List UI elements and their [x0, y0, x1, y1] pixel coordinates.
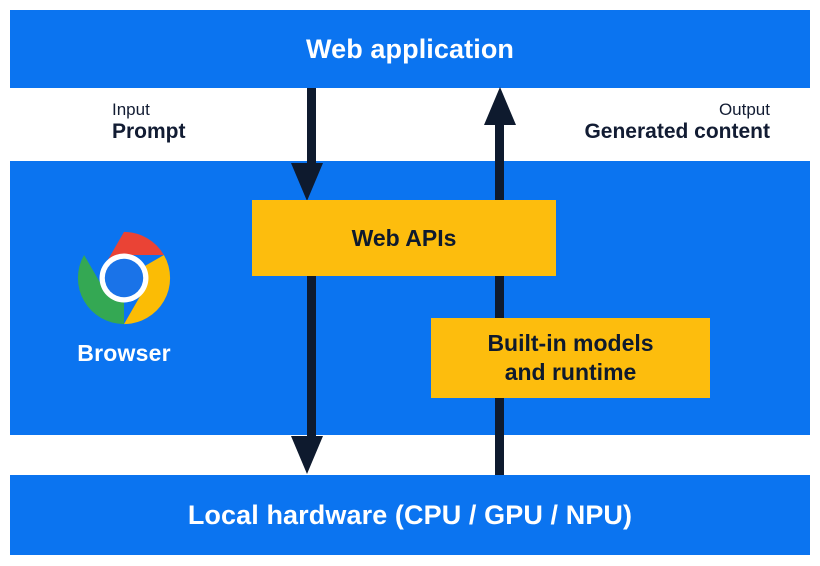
builtin-models-box-label-line1: Built-in models [487, 330, 654, 357]
web-application-title: Web application [305, 33, 515, 64]
input-arrow-head-upper-icon [291, 163, 323, 201]
input-flow-value: Prompt [112, 120, 186, 144]
web-apis-box-label: Web APIs [351, 224, 457, 251]
input-arrow-shaft-lower [307, 200, 316, 437]
web-application-band: Web application [10, 10, 810, 88]
input-flow-kind: Input [112, 100, 150, 119]
output-arrow-head-icon [484, 87, 516, 125]
input-arrow-shaft-upper [307, 88, 316, 168]
chrome-logo-icon [77, 231, 171, 325]
output-flow-kind: Output [718, 100, 770, 119]
input-arrow-head-lower-icon [291, 436, 323, 474]
browser-group: Browser [54, 230, 194, 367]
input-flow-label: Input Prompt [112, 100, 186, 145]
browser-label: Browser [77, 340, 171, 366]
output-flow-value: Generated content [584, 120, 770, 144]
builtin-models-box-label-line2: and runtime [504, 359, 637, 385]
local-hardware-band: Local hardware (CPU / GPU / NPU) [10, 475, 810, 555]
web-apis-box: Web APIs [252, 200, 556, 276]
output-flow-label: Output Generated content [584, 100, 770, 145]
builtin-models-box-label: Built-in models and runtime [477, 329, 663, 387]
builtin-models-box: Built-in models and runtime [431, 318, 710, 398]
output-arrow-shaft [495, 123, 504, 476]
local-hardware-title: Local hardware (CPU / GPU / NPU) [187, 499, 633, 530]
